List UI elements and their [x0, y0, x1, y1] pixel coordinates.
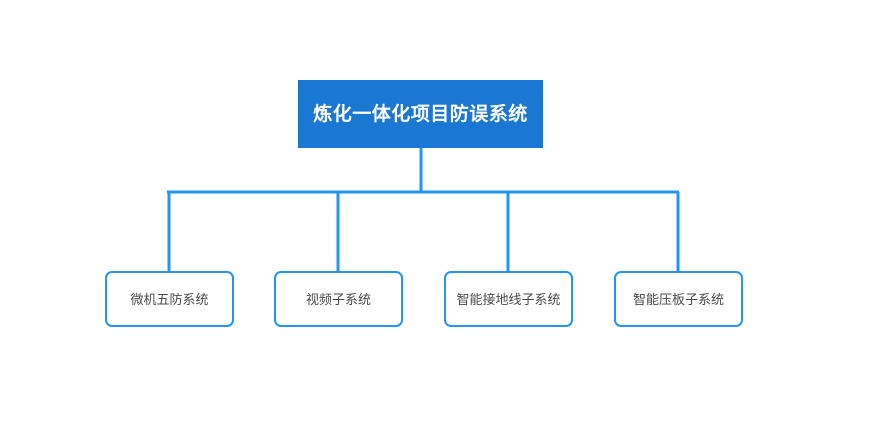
node-child-label: 智能压板子系统	[632, 291, 724, 307]
node-child-zhineng-yaban[interactable]: 智能压板子系统	[614, 271, 743, 327]
node-child-zhineng-jiedixian[interactable]: 智能接地线子系统	[444, 271, 573, 327]
node-child-label: 微机五防系统	[130, 291, 209, 307]
node-child-label: 视频子系统	[305, 291, 371, 307]
node-root[interactable]: 炼化一体化项目防误系统	[298, 80, 543, 148]
node-root-label: 炼化一体化项目防误系统	[313, 103, 528, 125]
node-child-weiji-wufang[interactable]: 微机五防系统	[105, 271, 234, 327]
node-child-label: 智能接地线子系统	[456, 291, 561, 307]
node-child-shipin[interactable]: 视频子系统	[274, 271, 403, 327]
